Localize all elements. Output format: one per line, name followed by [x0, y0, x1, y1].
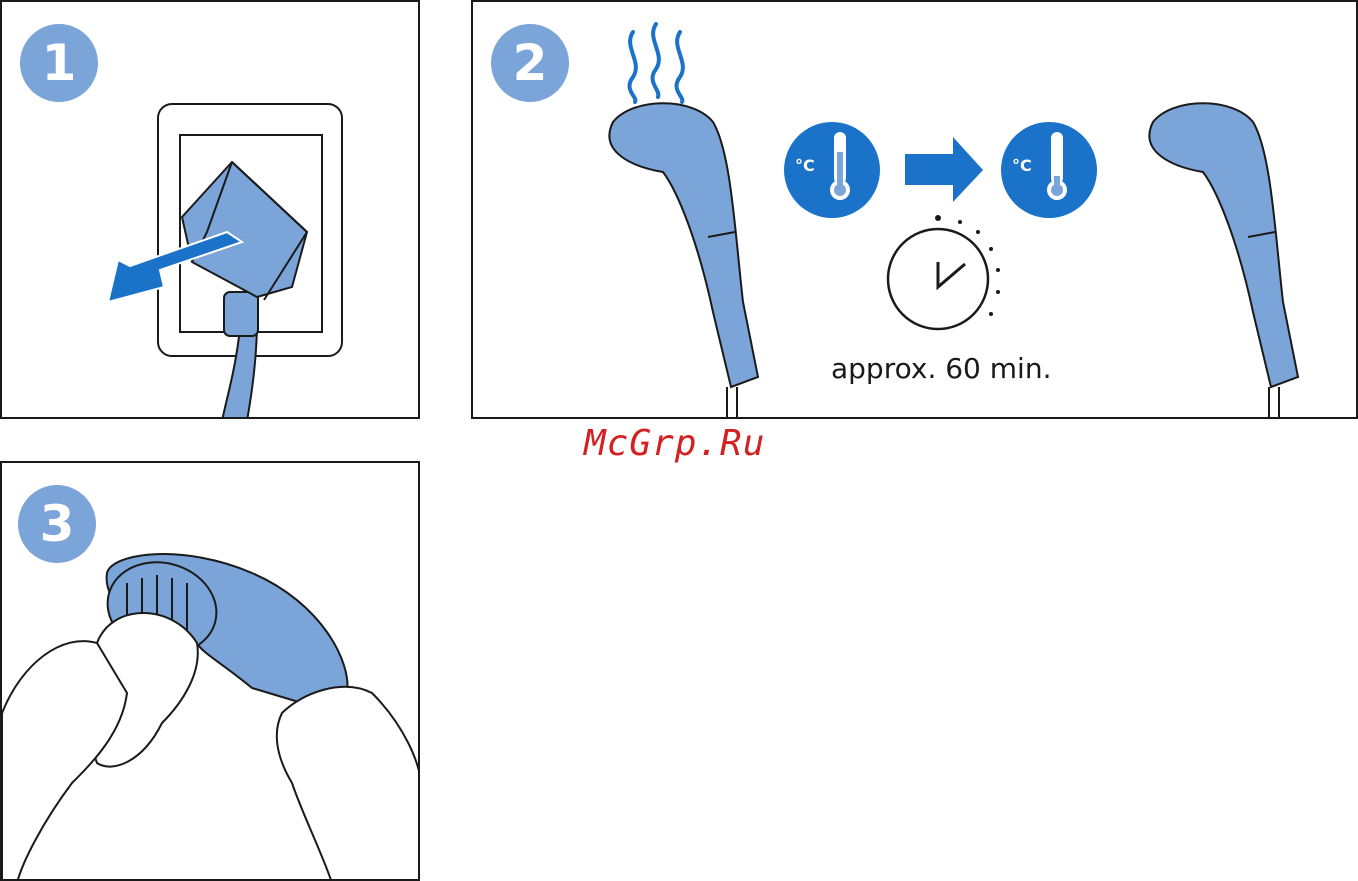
right-arrow-icon	[905, 137, 983, 202]
duration-caption: approx. 60 min.	[831, 352, 1051, 385]
cable-collar	[224, 292, 258, 336]
steamer-cool	[1149, 103, 1298, 419]
watermark: McGrp.Ru	[584, 423, 765, 464]
hand-icon	[277, 687, 420, 881]
steamer-hot	[609, 103, 758, 419]
steam-icon	[630, 24, 683, 102]
step-number-badge: 3	[18, 485, 96, 563]
step-number-badge: 1	[20, 24, 98, 102]
thermometer-unit-cool: °C	[1012, 156, 1032, 175]
step-2-panel: 2 approx. 60 min. °C °C	[471, 0, 1358, 419]
thermometer-unit-hot: °C	[795, 156, 815, 175]
step-3-panel: 3	[0, 461, 420, 881]
step-number-badge: 2	[491, 24, 569, 102]
step-1-panel: 1	[0, 0, 420, 419]
clock-icon	[888, 215, 1000, 329]
